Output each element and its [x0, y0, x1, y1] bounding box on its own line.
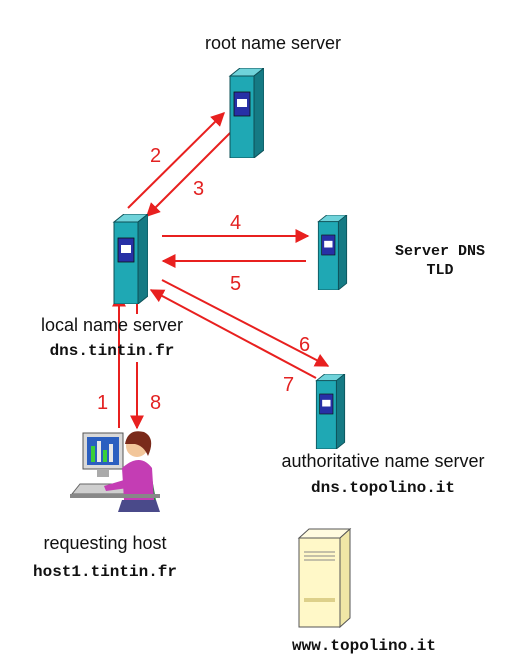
web-server-icon: [297, 527, 352, 629]
tld-server-icon: [317, 215, 348, 290]
step-label-3: 3: [193, 178, 204, 200]
arrow-step-3: [146, 126, 237, 217]
authoritative-server-hostname: dns.topolino.it: [311, 479, 455, 497]
step-labels: 2 3 4 5 6 7 1 8: [97, 145, 310, 414]
root-server-label: root name server: [205, 33, 341, 53]
requesting-host-hostname: host1.tintin.fr: [33, 563, 177, 581]
arrow-step-6: [161, 279, 330, 367]
arrows: [112, 112, 330, 430]
arrow-step-7: [149, 289, 317, 379]
step-label-7: 7: [283, 374, 294, 396]
tld-server-label-line1: Server DNS: [395, 243, 485, 260]
local-server-hostname: dns.tintin.fr: [50, 342, 175, 360]
tld-server-label-line2: TLD: [426, 262, 453, 279]
authoritative-server-label: authoritative name server: [281, 451, 484, 471]
user-at-computer-icon: [70, 431, 160, 512]
root-server-icon: [229, 68, 264, 158]
step-label-6: 6: [299, 334, 310, 356]
requesting-host-label: requesting host: [43, 533, 166, 553]
local-server-label: local name server: [41, 315, 183, 335]
local-server-icon: [113, 214, 148, 304]
web-server-hostname: www.topolino.it: [292, 637, 436, 655]
step-label-1: 1: [97, 392, 108, 414]
step-label-2: 2: [150, 145, 161, 167]
step-label-4: 4: [230, 212, 241, 234]
authoritative-server-icon: [315, 374, 346, 449]
step-label-8: 8: [150, 392, 161, 414]
step-label-5: 5: [230, 273, 241, 295]
arrow-step-2: [127, 112, 225, 209]
